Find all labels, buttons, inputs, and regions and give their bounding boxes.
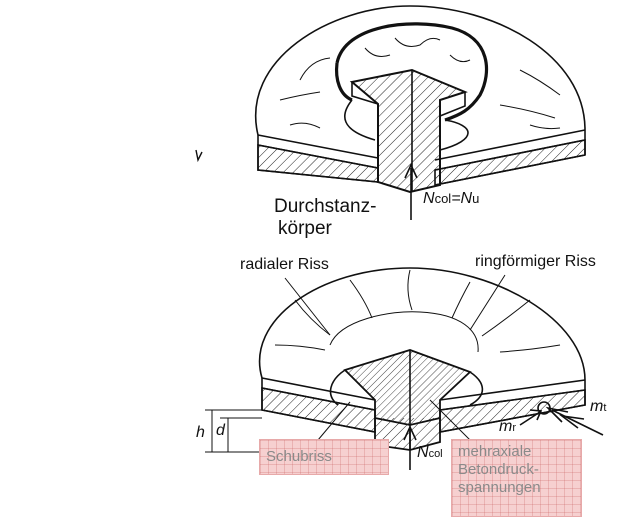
punching-body-label-line1: Durchstanz-	[274, 196, 377, 217]
multiaxial-stress-note: mehraxiale Betondruck- spannungen	[451, 439, 582, 517]
multiaxial-line3: spannungen	[458, 479, 541, 496]
slab-thickness-h: h	[196, 424, 205, 441]
multiaxial-line1: mehraxiale	[458, 443, 532, 460]
radial-crack-label: radialer Riss	[240, 256, 329, 273]
bottom-force-label: Ncol	[417, 444, 443, 461]
tangential-moment-label: mt	[590, 398, 607, 415]
multiaxial-line2: Betondruck-	[458, 461, 539, 478]
punching-body-label-line2: körper	[278, 218, 332, 239]
ring-crack-label: ringförmiger Riss	[475, 253, 596, 270]
top-slab	[255, 5, 586, 194]
effective-depth-d: d	[216, 422, 225, 439]
tick-mark	[195, 149, 203, 163]
top-force-label: Ncol=Nu	[423, 190, 480, 207]
moment-arrows	[519, 401, 604, 436]
bottom-slab	[205, 267, 586, 453]
radial-moment-label: mr	[499, 418, 516, 435]
top-force-arrow	[404, 163, 418, 220]
bottom-force-arrow	[403, 425, 417, 470]
shear-crack-note: Schubriss	[259, 439, 389, 475]
